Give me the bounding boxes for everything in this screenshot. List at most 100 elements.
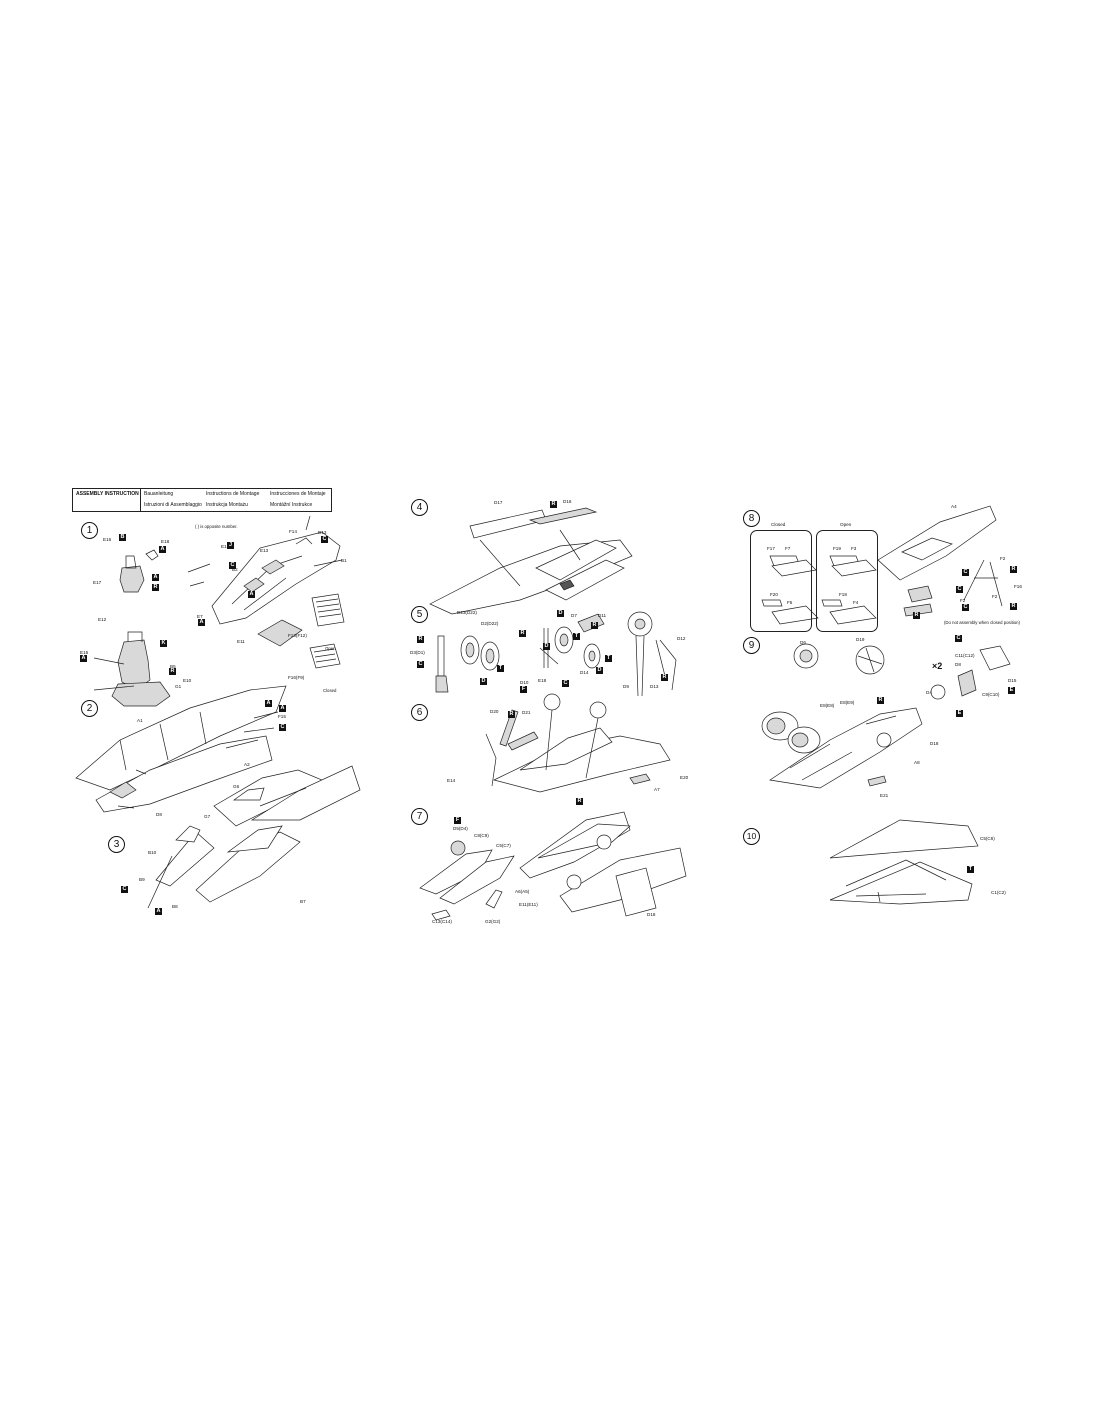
part-label: B9: [139, 877, 145, 882]
paint-tag: C: [955, 635, 962, 642]
paint-tag: D: [543, 643, 550, 650]
part-label: D6: [800, 640, 806, 645]
part-label: E1: [221, 544, 227, 549]
part-label: E17: [93, 580, 102, 585]
part-label: F16: [1014, 584, 1022, 589]
header-lang-6: Montážní Instrukce: [270, 502, 313, 508]
paint-tag: C: [229, 562, 236, 569]
part-label: D18: [930, 741, 939, 746]
part-label: A6(A5): [515, 889, 530, 894]
paint-tag: E: [1008, 687, 1015, 694]
paint-tag: R: [519, 630, 526, 637]
part-label: F14: [289, 529, 297, 534]
paint-tag: R: [913, 612, 920, 619]
part-label: D21: [522, 710, 531, 715]
paint-tag: R: [169, 668, 176, 675]
landing-gear-drawing: [435, 611, 677, 697]
part-label: B8: [172, 904, 178, 909]
header-lang-5: Instrukcja Montażu: [206, 502, 248, 508]
part-label: F20: [770, 592, 778, 597]
engine-exhaust-drawing: [761, 643, 1011, 789]
part-label: D19: [856, 637, 865, 642]
part-label: D4: [926, 690, 932, 695]
part-label: D5(D4): [453, 826, 468, 831]
part-label: E10: [183, 678, 192, 683]
part-label: A8: [914, 760, 920, 765]
paint-tag: C: [962, 569, 969, 576]
part-label: D17: [494, 500, 503, 505]
part-label: F16(F9): [288, 675, 305, 680]
paint-tag: R: [877, 697, 884, 704]
part-label: D3(D1): [410, 650, 425, 655]
paint-tag: A: [159, 546, 166, 553]
part-label: E15: [80, 650, 89, 655]
part-label: D11: [598, 613, 607, 618]
part-label: D7: [571, 613, 577, 618]
step-5-number: 5: [411, 606, 428, 623]
paint-tag: D: [596, 667, 603, 674]
multiplier-label: ×2: [932, 661, 943, 671]
part-label: E11(E11): [519, 902, 538, 907]
part-label: D8: [156, 812, 162, 817]
do-not-assemble-note: (Do not assembly when closed position): [944, 620, 1020, 625]
bay-doors-drawing: [429, 507, 633, 615]
open-box-caption: Open: [840, 522, 852, 527]
part-label: A4: [951, 504, 957, 509]
part-label: D16: [563, 499, 572, 504]
paint-tag: C: [562, 680, 569, 687]
part-label: E14: [447, 778, 456, 783]
part-label: D14: [580, 670, 589, 675]
paint-tag: C: [321, 536, 328, 543]
paint-tag: J: [227, 542, 234, 549]
cockpit-tub-drawing: [187, 515, 345, 669]
paint-tag: F: [454, 817, 461, 824]
part-label: G2(G2): [485, 919, 501, 924]
paint-tag: T: [573, 633, 580, 640]
assembly-instruction-header: ASSEMBLY INSTRUCTION Bauanleitung Instru…: [72, 488, 332, 512]
part-label: E18: [161, 539, 170, 544]
canopy-nose-drawing: [147, 765, 361, 909]
paint-tag: R: [550, 501, 557, 508]
part-label: C8(C9): [474, 833, 489, 838]
step-3-number: 3: [108, 836, 125, 853]
part-label: E11: [237, 639, 245, 644]
paint-tag: D: [480, 678, 487, 685]
part-label: E13: [260, 548, 269, 553]
main-fuselage-step6-drawing: [485, 693, 671, 793]
step-8-number: 8: [743, 510, 760, 527]
part-label: B5: [170, 664, 176, 669]
part-label: D10: [520, 680, 529, 685]
paint-tag: C: [121, 886, 128, 893]
part-label: C11(C12): [955, 653, 975, 658]
step-1-number: 1: [81, 522, 98, 539]
paint-tag: D: [557, 610, 564, 617]
part-label: D20: [490, 709, 499, 714]
paint-tag: R: [417, 636, 424, 643]
paint-tag: T: [967, 866, 974, 873]
closed-box-caption: Closed: [771, 522, 786, 527]
step-7-number: 7: [411, 808, 428, 825]
part-label: F19: [833, 546, 841, 551]
paint-tag: B: [119, 534, 126, 541]
part-label: A1: [137, 718, 143, 723]
part-label: D15: [1008, 678, 1017, 683]
part-label: F2: [992, 594, 998, 599]
part-label: C5(C6): [980, 836, 995, 841]
part-label: D12: [677, 636, 686, 641]
paint-tag: C: [417, 661, 424, 668]
part-label: F7: [785, 546, 791, 551]
paint-tag: T: [605, 655, 612, 662]
paint-tag: A: [80, 655, 87, 662]
paint-tag: R: [152, 584, 159, 591]
wing-drawing: [829, 819, 979, 905]
part-label: C1(C2): [991, 890, 1006, 895]
paint-tag: A: [198, 619, 205, 626]
step-2-number: 2: [81, 700, 98, 717]
paint-tag: A: [155, 908, 162, 915]
part-label: F5: [787, 600, 793, 605]
paint-tag: C: [962, 604, 969, 611]
closed-label: Closed: [323, 688, 337, 693]
part-label: F2: [1000, 556, 1006, 561]
part-label: C9(C10): [982, 692, 1000, 697]
step-10-number: 10: [743, 828, 760, 845]
